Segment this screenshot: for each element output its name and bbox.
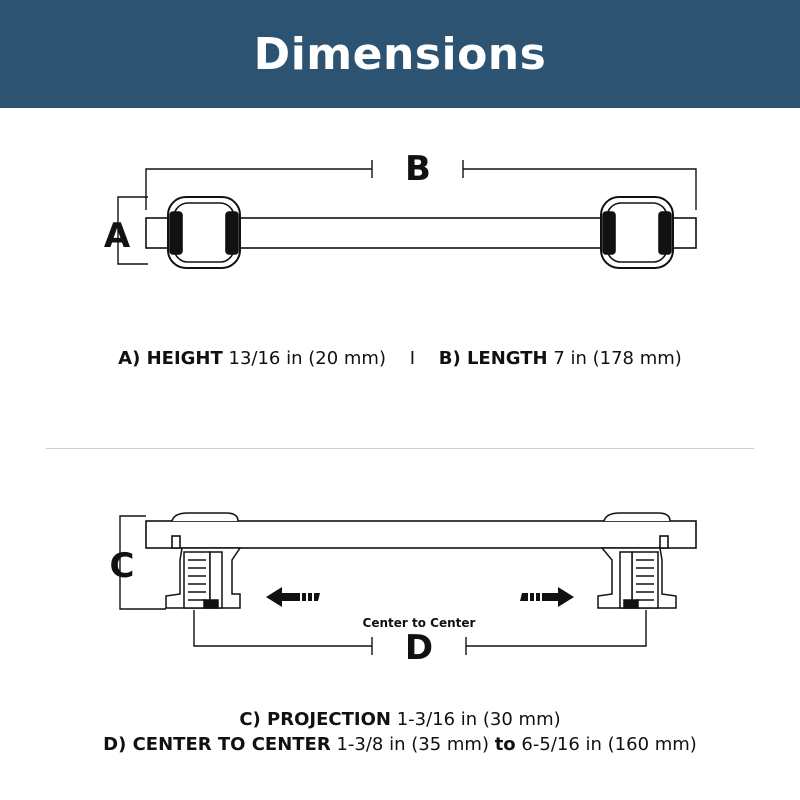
left-post — [167, 196, 241, 269]
label-b: B — [405, 149, 431, 189]
label-a: A — [104, 216, 131, 256]
page-title: Dimensions — [253, 28, 547, 80]
center-to-center-max: 6-5/16 in (160 mm) — [521, 734, 697, 755]
top-caption: A) HEIGHT 13/16 in (20 mm) I B) LENGTH 7… — [0, 348, 800, 369]
label-center-to-center: Center to Center — [363, 616, 476, 630]
center-to-center-min: 1-3/8 in (35 mm) — [336, 734, 489, 755]
side-dimension-lines — [119, 515, 647, 655]
label-c: C — [110, 546, 135, 586]
caption-separator: I — [409, 348, 416, 369]
projection-label: C) PROJECTION — [239, 709, 391, 730]
height-value: 13/16 in (20 mm) — [228, 348, 386, 369]
arrow-left-icon — [266, 587, 320, 607]
center-to-center-to: to — [494, 734, 516, 755]
label-d: D — [405, 628, 433, 668]
length-value: 7 in (178 mm) — [553, 348, 682, 369]
side-view-handle — [145, 512, 697, 549]
section-divider — [46, 448, 754, 449]
center-to-center-label: D) CENTER TO CENTER — [103, 734, 331, 755]
center-to-center-caption: D) CENTER TO CENTER 1-3/8 in (35 mm) to … — [0, 734, 800, 755]
projection-value: 1-3/16 in (30 mm) — [396, 709, 561, 730]
height-label: A) HEIGHT — [118, 348, 223, 369]
projection-caption: C) PROJECTION 1-3/16 in (30 mm) — [0, 709, 800, 730]
right-post-side — [597, 547, 677, 609]
handle-bar-side — [145, 520, 697, 549]
arrow-right-icon — [520, 587, 574, 607]
header-banner: Dimensions — [0, 0, 800, 108]
top-view-handle — [145, 196, 697, 269]
right-post — [600, 196, 674, 269]
length-label: B) LENGTH — [438, 348, 548, 369]
top-dimension-lines — [117, 160, 697, 265]
left-post-side — [165, 547, 242, 609]
